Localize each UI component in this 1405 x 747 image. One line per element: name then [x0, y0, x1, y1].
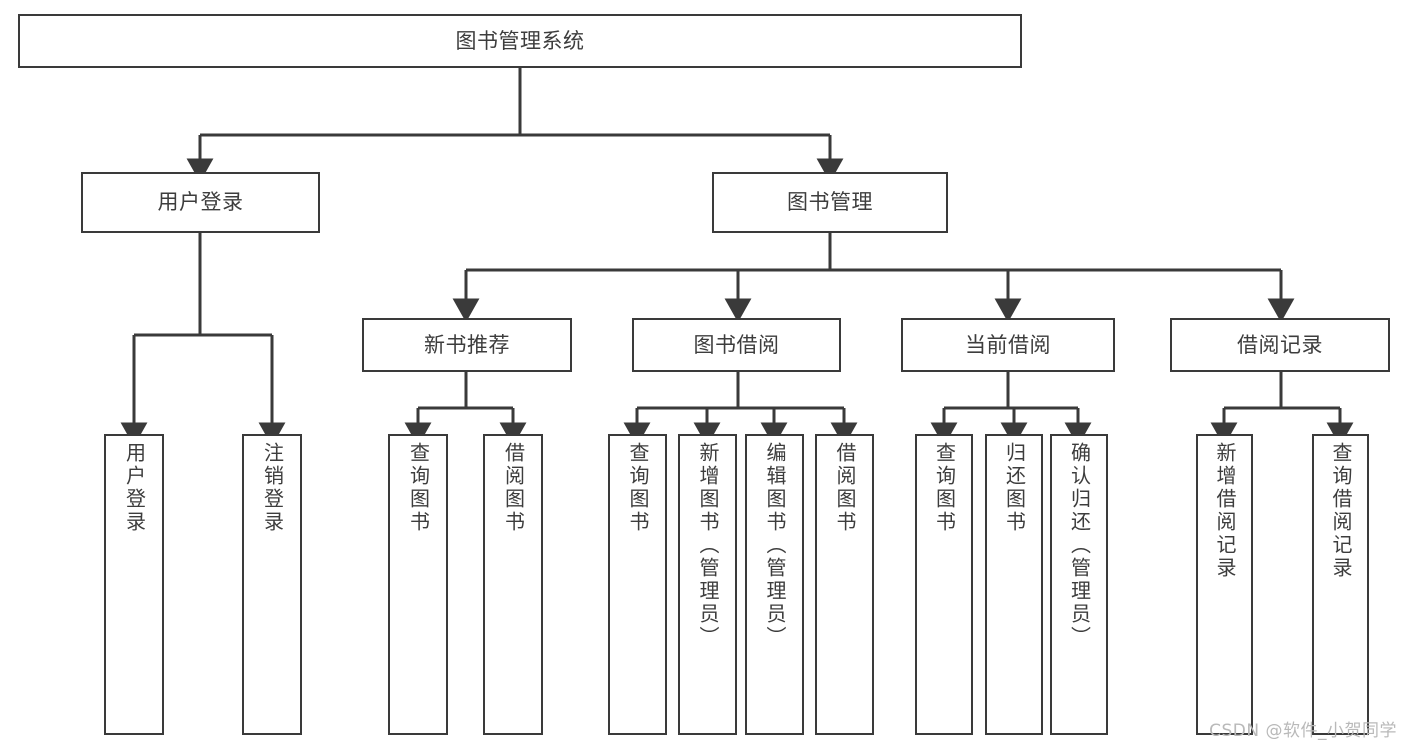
node-current-borrow-label: 当前借阅 [965, 332, 1051, 357]
node-book-borrow[interactable]: 图书借阅 [632, 318, 841, 372]
node-leaf-return-book-label: 归还图书 [1002, 442, 1027, 534]
node-leaf-user-login-label: 用户登录 [122, 442, 147, 534]
node-book-borrow-label: 图书借阅 [693, 332, 780, 357]
node-leaf-user-logout-label: 注销登录 [260, 442, 285, 534]
node-leaf-return-book[interactable]: 归还图书 [985, 434, 1043, 735]
node-leaf-borrow-book-2-label: 借阅图书 [833, 442, 857, 534]
node-leaf-query-record-label: 查询借阅记录 [1329, 442, 1353, 580]
node-leaf-borrow-book-1[interactable]: 借阅图书 [483, 434, 543, 735]
node-leaf-query-book-3[interactable]: 查询图书 [915, 434, 973, 735]
node-leaf-edit-book[interactable]: 编辑图书（管理员） [745, 434, 804, 735]
node-leaf-add-record-label: 新增借阅记录 [1213, 442, 1237, 580]
node-root[interactable]: 图书管理系统 [18, 14, 1022, 68]
node-leaf-query-book-2[interactable]: 查询图书 [608, 434, 667, 735]
node-user-login-label: 用户登录 [157, 190, 244, 215]
node-leaf-confirm-return-label: 确认归还（管理员） [1067, 442, 1092, 649]
node-leaf-query-book-2-label: 查询图书 [626, 442, 650, 534]
node-leaf-borrow-book-1-label: 借阅图书 [501, 442, 526, 534]
node-leaf-add-book-label: 新增图书（管理员） [696, 442, 720, 649]
node-new-book-recommend-label: 新书推荐 [424, 332, 510, 357]
node-borrow-record[interactable]: 借阅记录 [1170, 318, 1390, 372]
node-leaf-edit-book-label: 编辑图书（管理员） [763, 442, 787, 649]
node-book-manage-label: 图书管理 [787, 190, 873, 215]
node-current-borrow[interactable]: 当前借阅 [901, 318, 1115, 372]
node-leaf-add-record[interactable]: 新增借阅记录 [1196, 434, 1253, 735]
node-leaf-user-logout[interactable]: 注销登录 [242, 434, 302, 735]
node-borrow-record-label: 借阅记录 [1237, 332, 1323, 357]
node-root-label: 图书管理系统 [455, 28, 585, 53]
node-book-manage[interactable]: 图书管理 [712, 172, 948, 233]
node-new-book-recommend[interactable]: 新书推荐 [362, 318, 572, 372]
node-leaf-add-book[interactable]: 新增图书（管理员） [678, 434, 737, 735]
node-leaf-confirm-return[interactable]: 确认归还（管理员） [1050, 434, 1108, 735]
node-leaf-borrow-book-2[interactable]: 借阅图书 [815, 434, 874, 735]
node-leaf-user-login[interactable]: 用户登录 [104, 434, 164, 735]
node-leaf-query-book-3-label: 查询图书 [932, 442, 957, 534]
node-user-login[interactable]: 用户登录 [81, 172, 320, 233]
node-leaf-query-book-1[interactable]: 查询图书 [388, 434, 448, 735]
node-leaf-query-record[interactable]: 查询借阅记录 [1312, 434, 1369, 735]
node-leaf-query-book-1-label: 查询图书 [406, 442, 431, 534]
